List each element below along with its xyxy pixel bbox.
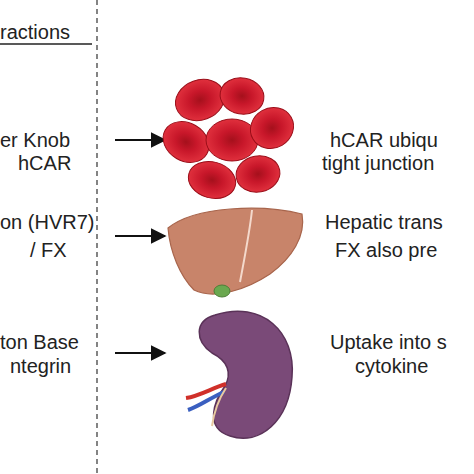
annotation-text: ton Base [0,330,79,354]
annotation-text: er Knob [0,128,70,152]
arrow [115,139,165,141]
red-blood-cells [156,73,301,204]
liver-illustration [168,208,303,297]
red-blood-cell [217,74,267,117]
annotation-text: Uptake into s [330,330,447,354]
annotation-text: hCAR ubiqu [330,128,438,152]
annotation-text: on (HVR7) [0,210,94,234]
red-blood-cell [206,119,258,161]
red-blood-cell [243,100,301,157]
red-blood-cell [233,152,283,195]
annotation-text: FX also pre [335,238,437,262]
annotation-text: ntegrin [10,354,71,378]
divider-line [96,0,97,474]
liver-lobe-line [240,210,252,282]
annotation-text: cytokine [355,354,428,378]
ureter [212,388,226,426]
gallbladder [214,285,230,297]
annotation-text: tight junction [322,151,434,175]
liver [168,208,303,294]
arrow [115,352,165,354]
kidney-illustration [186,311,292,438]
arrow [115,235,165,237]
kidney [199,311,292,438]
annotation-text: hCAR [18,151,71,175]
heading-underline [0,43,92,45]
annotation-text: Hepatic trans [325,210,443,234]
column-heading: ractions [0,20,70,44]
annotation-text: / FX [30,238,67,262]
red-blood-cell [184,156,240,203]
